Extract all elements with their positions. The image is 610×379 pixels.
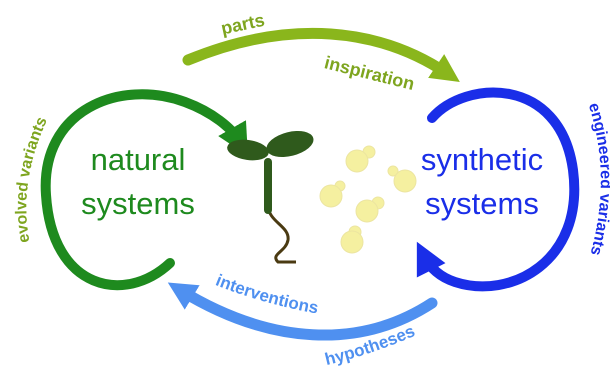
parts-inspiration-arrow (182, 27, 460, 83)
yeast-cells-icon (319, 145, 417, 254)
synthetic-systems-label-line1: synthetic (421, 142, 543, 177)
engineered-variants-label: engineered variants (585, 101, 610, 257)
synthetic-cycle-arrow (416, 87, 580, 292)
natural-systems-label-line1: natural (91, 142, 186, 177)
natural-systems-label-line2: systems (81, 186, 195, 221)
synthetic-systems-label-line2: systems (425, 186, 539, 221)
inspiration-label: inspiration (322, 52, 416, 94)
sprout-icon (227, 130, 314, 264)
interventions-hypotheses-arrow (167, 282, 438, 341)
natural-cycle-arrow (40, 89, 248, 290)
